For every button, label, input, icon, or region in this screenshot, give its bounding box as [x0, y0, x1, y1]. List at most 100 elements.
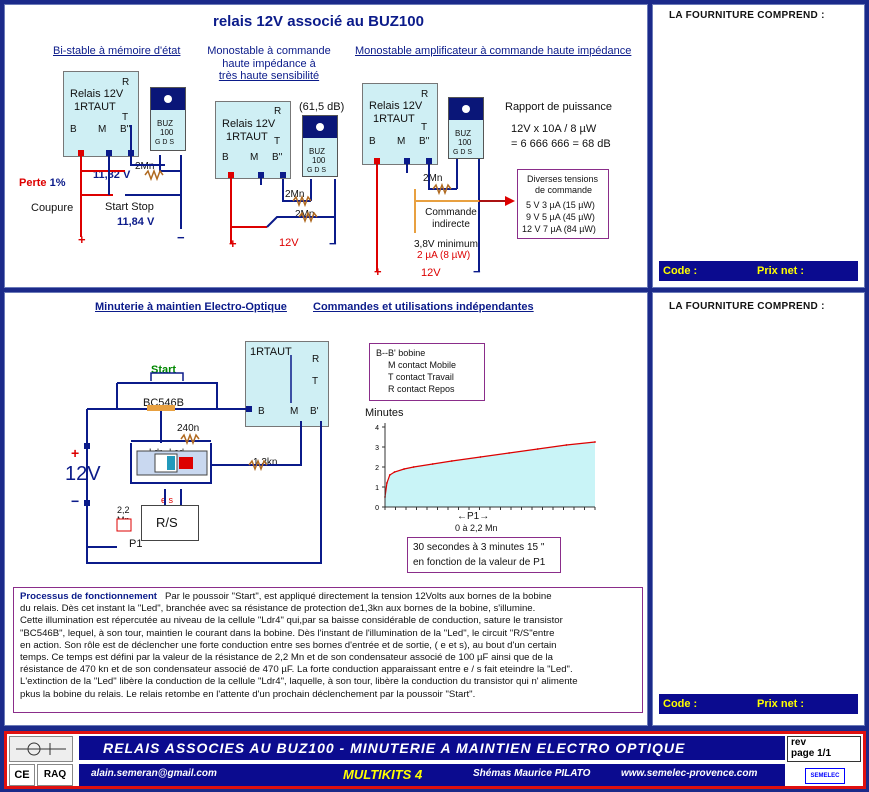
- buz100-1: BUZ 100 G D S: [150, 87, 186, 151]
- data-point: [450, 460, 453, 462]
- semelec-logo: SEMELEC: [805, 768, 845, 784]
- process-box: Processus de fonctionnement Par le pouss…: [13, 587, 643, 713]
- relay-2: Relais 12V 1RTAUT R T B M B'': [215, 101, 291, 179]
- plus-2: +: [229, 236, 237, 251]
- plus-1: +: [78, 232, 86, 247]
- top-title: relais 12V associé au BUZ100: [213, 13, 424, 30]
- author-name: Shémas Maurice PILATO: [473, 768, 591, 779]
- y-tick-label: 1: [375, 485, 379, 492]
- plus-3: +: [374, 264, 382, 279]
- y-tick-label: 2: [375, 465, 379, 472]
- res-3: 2Mn: [423, 173, 443, 184]
- y-tick-label: 3: [375, 445, 379, 452]
- bottom-schematic-panel: Minuterie à maintien Electro-Optique Com…: [4, 292, 648, 726]
- price-label-top: Prix net :: [757, 265, 805, 277]
- minuterie-title: Minuterie à maintien Electro-Optique: [95, 301, 287, 313]
- top-schematic-panel: relais 12V associé au BUZ100 Bi-stable à…: [4, 4, 648, 288]
- supply-panel-bottom: LA FOURNITURE COMPREND : Code : Prix net…: [652, 292, 865, 726]
- r13k-label: 1,3kn: [253, 457, 278, 468]
- led-label: Led: [169, 447, 185, 457]
- relay-bottom: 1RTAUT R T B M B': [245, 341, 329, 427]
- data-point: [388, 474, 391, 476]
- perte-label: Perte 1%: [19, 177, 66, 189]
- data-point: [508, 452, 510, 454]
- code-label-top: Code :: [663, 265, 698, 277]
- supply-heading-top: LA FOURNITURE COMPREND :: [669, 10, 825, 21]
- res-2b: 2Mn: [295, 209, 315, 220]
- email-link[interactable]: alain.semeran@gmail.com: [91, 768, 217, 779]
- tensions-box: Diverses tensions de commande 5 V 3 µA (…: [517, 169, 609, 239]
- p1-label: P1: [129, 538, 143, 550]
- minus-3: −: [473, 264, 481, 279]
- plus-bottom: +: [71, 445, 80, 461]
- minus-2: −: [329, 236, 337, 251]
- supply-heading-bottom: LA FOURNITURE COMPREND :: [669, 301, 825, 312]
- process-text: Processus de fonctionnement Par le pouss…: [20, 591, 578, 700]
- kit-name: MULTIKITS 4: [343, 767, 423, 782]
- coupure-label: Coupure: [31, 202, 74, 214]
- ldr-label: Ldr: [149, 447, 163, 457]
- start-stop-label: Start Stop: [105, 201, 154, 213]
- pin-legend-box: B--B' bobine M contact Mobile T contact …: [369, 343, 485, 401]
- chart-xrange: 0 à 2,2 Mn: [455, 523, 498, 533]
- data-point: [431, 463, 434, 465]
- es-label: e s: [161, 495, 174, 505]
- timer-note-box: 30 secondes à 3 minutes 15 " en fonction…: [407, 537, 561, 573]
- section-bistable-label: Bi-stable à mémoire d'état: [53, 45, 181, 57]
- data-point: [412, 466, 415, 468]
- relay-1: Relais 12V 1RTAUT R T B M B'': [63, 71, 139, 157]
- v12-bottom: 12V: [65, 463, 101, 485]
- section-amplifier-label: Monostable amplificateur à commande haut…: [355, 45, 632, 57]
- footer-info-bar: [79, 764, 785, 786]
- voltage-1182: 11,82 V: [93, 169, 131, 181]
- data-point: [594, 441, 596, 443]
- power-calc-1: 12V x 10A / 8 µW: [511, 123, 597, 135]
- timer-chart: 0 1 2 3 4: [375, 423, 596, 512]
- data-point: [479, 456, 482, 458]
- commandes-title: Commandes et utilisations indépendantes: [313, 301, 534, 313]
- res-2a: 2Mn: [285, 189, 305, 200]
- data-point: [386, 482, 388, 484]
- ce-mark: CE: [9, 764, 35, 786]
- voltage-1184: 11,84 V: [117, 216, 155, 228]
- minimum-current: 2 µA (8 µW): [417, 250, 471, 261]
- buz100-2: BUZ 100 G D S: [302, 115, 338, 177]
- data-point: [565, 444, 568, 446]
- data-point: [403, 468, 405, 470]
- res-1: 2Mn: [135, 161, 155, 172]
- v12-label-3: 12V: [421, 267, 441, 279]
- transistor-label: BC546B: [143, 397, 184, 409]
- relay-3: Relais 12V 1RTAUT R T B M B'': [362, 83, 438, 165]
- code-label-bottom: Code :: [663, 698, 698, 710]
- website-link[interactable]: www.semelec-provence.com: [621, 768, 758, 779]
- data-point: [536, 448, 539, 450]
- gain-db-label: (61,5 dB): [299, 101, 345, 113]
- r240-label: 240n: [177, 423, 200, 434]
- chart-xlabel: ←P1→: [457, 511, 490, 522]
- code-price-bar-bottom: Code : Prix net :: [659, 694, 858, 714]
- minus-bottom: −: [71, 493, 80, 509]
- y-tick-label: 4: [375, 425, 379, 432]
- v12-label-2: 12V: [279, 237, 299, 249]
- buz100-3: BUZ 100 G D S: [448, 97, 484, 159]
- power-title: Rapport de puissance: [505, 101, 613, 113]
- price-label-bottom: Prix net :: [757, 698, 805, 710]
- chart-ylabel: Minutes: [365, 407, 404, 419]
- rs-module: R/S: [141, 505, 199, 541]
- power-calc-2: = 6 666 666 = 68 dB: [511, 138, 611, 150]
- curve-area: [385, 442, 595, 507]
- section-monostable-label: Monostable à commande haute impédance à …: [207, 45, 331, 83]
- minus-1: −: [177, 230, 185, 245]
- title-block: RELAIS ASSOCIES AU BUZ100 - MINUTERIE A …: [4, 731, 866, 789]
- y-tick-label: 0: [375, 505, 379, 512]
- start-button-label: Start: [151, 364, 177, 376]
- data-point: [393, 471, 396, 473]
- supply-panel-top: LA FOURNITURE COMPREND : Code : Prix net…: [652, 4, 865, 288]
- code-price-bar-top: Code : Prix net :: [659, 261, 858, 281]
- footer-title: RELAIS ASSOCIES AU BUZ100 - MINUTERIE A …: [79, 736, 785, 760]
- minimum-voltage: 3,8V minimum: [414, 239, 478, 250]
- raq-mark: RAQ: [37, 764, 73, 786]
- rev-box: rev page 1/1: [787, 736, 861, 762]
